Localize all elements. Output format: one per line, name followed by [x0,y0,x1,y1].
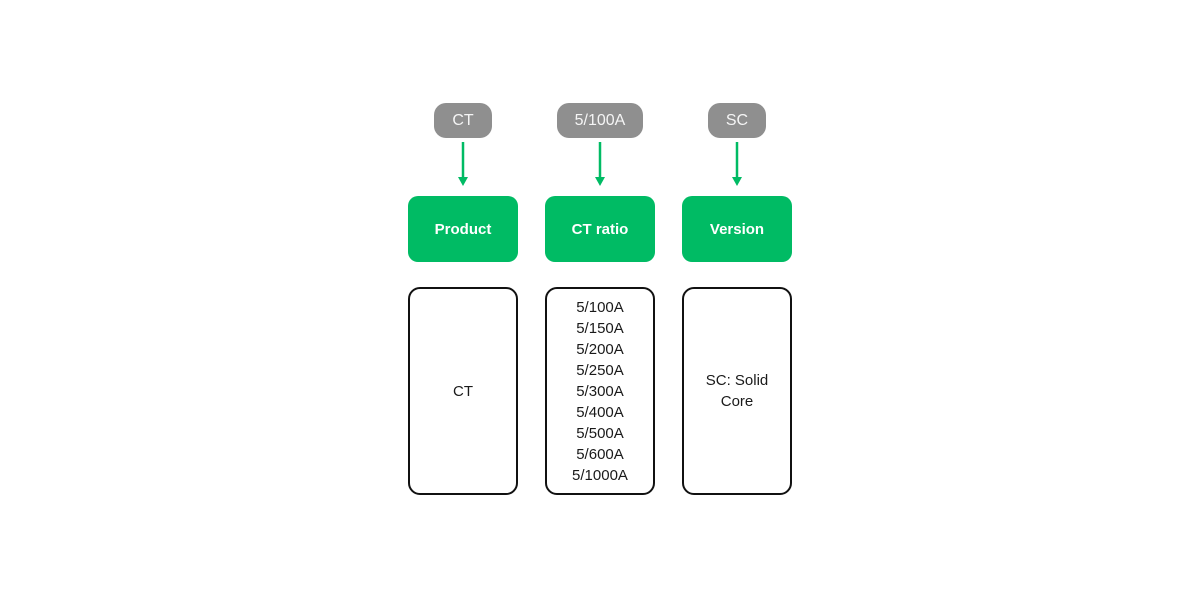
down-arrow-icon [595,142,605,186]
category-header-product: Product [408,196,518,262]
column-ct-ratio: 5/100A CT ratio 5/100A 5/150A 5/200A 5/2… [545,103,655,495]
down-arrow-icon [458,142,468,186]
options-box-version: SC: Solid Core [682,287,792,495]
code-badge-sc: SC [707,103,767,138]
option-item: 5/500A [576,424,624,442]
option-item: 5/300A [576,382,624,400]
category-header-ct-ratio: CT ratio [545,196,655,262]
naming-diagram: CT Product CT 5/100A CT ratio 5/100A 5/1… [0,103,1200,495]
code-badge-ct: CT [434,103,492,138]
options-box-product: CT [408,287,518,495]
down-arrow-icon [732,142,742,186]
option-item: 5/100A [576,298,624,316]
column-product: CT Product CT [408,103,518,495]
option-item: 5/250A [576,361,624,379]
option-item: 5/150A [576,319,624,337]
option-item: SC: Solid Core [705,372,769,410]
option-item: 5/600A [576,445,624,463]
option-item: 5/200A [576,340,624,358]
option-item: 5/400A [576,403,624,421]
column-version: SC Version SC: Solid Core [682,103,792,495]
option-item: CT [453,382,473,400]
code-badge-ratio: 5/100A [556,103,644,138]
category-header-version: Version [682,196,792,262]
options-box-ct-ratio: 5/100A 5/150A 5/200A 5/250A 5/300A 5/400… [545,287,655,495]
option-item: 5/1000A [572,466,628,484]
